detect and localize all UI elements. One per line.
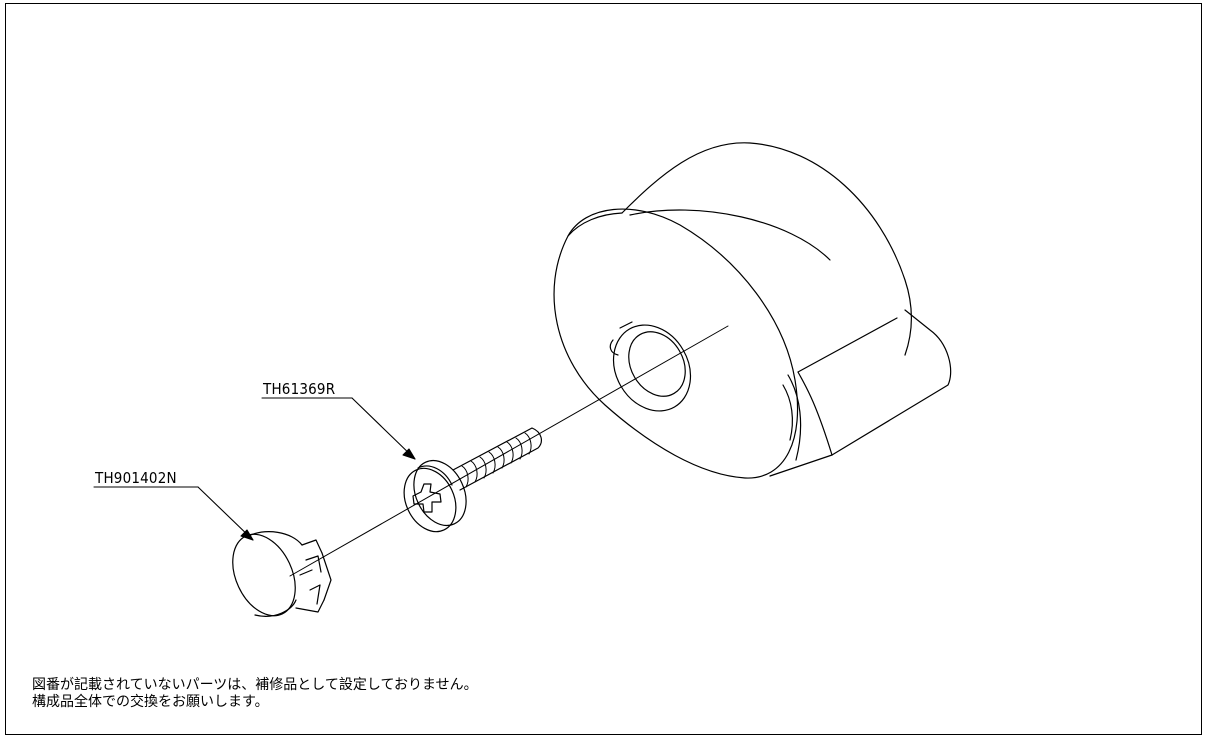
- note-line-1: 図番が記載されていないパーツは、補修品として設定しておりません。: [32, 677, 478, 693]
- assembly-axis-line: [289, 325, 729, 577]
- screw: [403, 427, 542, 533]
- handle-body: [553, 142, 952, 479]
- part-label-cap: TH901402N: [94, 469, 177, 487]
- notes-block: 図番が記載されていないパーツは、補修品として設定しておりません。 構成品全体での…: [32, 677, 478, 711]
- drawing-frame: [5, 3, 1202, 735]
- cap: [232, 531, 332, 617]
- note-line-2: 構成品全体での交換をお願いします。: [32, 694, 269, 710]
- leader-TH901402N: [93, 486, 254, 541]
- leader-TH61369R: [261, 397, 416, 460]
- part-label-screw: TH61369R: [262, 380, 335, 398]
